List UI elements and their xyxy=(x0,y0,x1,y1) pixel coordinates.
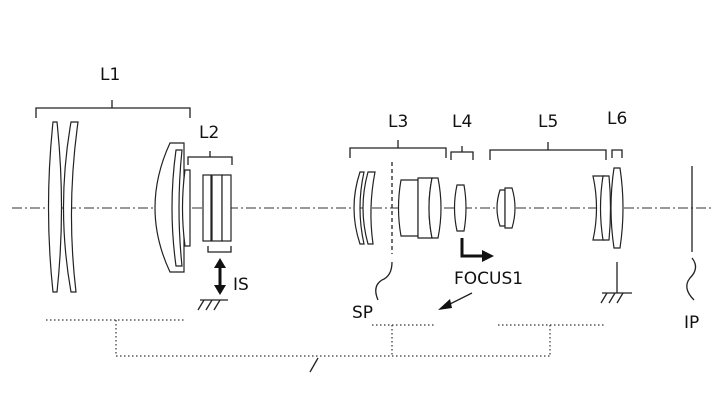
l3-lens-e xyxy=(428,177,442,239)
l3-lens-b xyxy=(362,171,376,245)
l4-bracket xyxy=(450,146,474,160)
l1-lens-d xyxy=(171,149,183,267)
linkage-tick xyxy=(309,357,319,373)
l6-lens xyxy=(610,167,624,249)
l5-lenses xyxy=(496,175,612,241)
l2-lower-bracket xyxy=(207,246,232,253)
l2-lens-b xyxy=(211,174,223,242)
focus-arrow xyxy=(460,238,484,258)
l5-lens-b xyxy=(504,187,516,229)
l1-lens-a xyxy=(47,121,63,293)
l5-lens-a xyxy=(496,189,506,227)
is-arrow-up xyxy=(214,258,226,268)
focus-arrow-head xyxy=(482,250,494,262)
l2-bracket xyxy=(187,151,233,165)
label-l4: L4 xyxy=(452,112,472,132)
l5-bracket xyxy=(489,142,607,160)
ip-leader xyxy=(686,257,697,301)
l2-lens-a xyxy=(202,174,212,242)
label-l5: L5 xyxy=(538,112,558,132)
is-arrow-down xyxy=(214,285,226,295)
label-ip: IP xyxy=(684,313,699,333)
l4-lens xyxy=(453,184,467,232)
l6-bracket xyxy=(611,149,623,158)
linkage-bar xyxy=(115,320,550,357)
l2-lenses xyxy=(202,174,232,242)
label-l1: L1 xyxy=(100,65,120,85)
focus-leader-arrow xyxy=(438,299,452,310)
l3-lens-c xyxy=(397,179,419,237)
l6-ground-symbol xyxy=(600,292,632,304)
l3-lenses xyxy=(353,171,442,245)
label-focus: FOCUS1 xyxy=(454,269,523,289)
l1-lenses xyxy=(47,121,191,293)
label-l3: L3 xyxy=(388,112,408,132)
l5-lens-d xyxy=(599,175,612,241)
is-ground-symbol xyxy=(197,299,228,311)
l1-bracket xyxy=(35,100,191,118)
l2-lens-c xyxy=(221,174,232,242)
l3-lens-a xyxy=(353,171,365,245)
label-l2: L2 xyxy=(199,123,219,143)
l1-lens-e xyxy=(181,169,191,247)
linkage-lines xyxy=(115,320,604,373)
l3-bracket xyxy=(349,140,447,158)
label-sp: SP xyxy=(352,303,373,323)
label-l6: L6 xyxy=(607,109,627,129)
label-is: IS xyxy=(233,275,249,295)
sp-leader xyxy=(375,261,393,301)
l1-lens-b xyxy=(62,121,79,293)
